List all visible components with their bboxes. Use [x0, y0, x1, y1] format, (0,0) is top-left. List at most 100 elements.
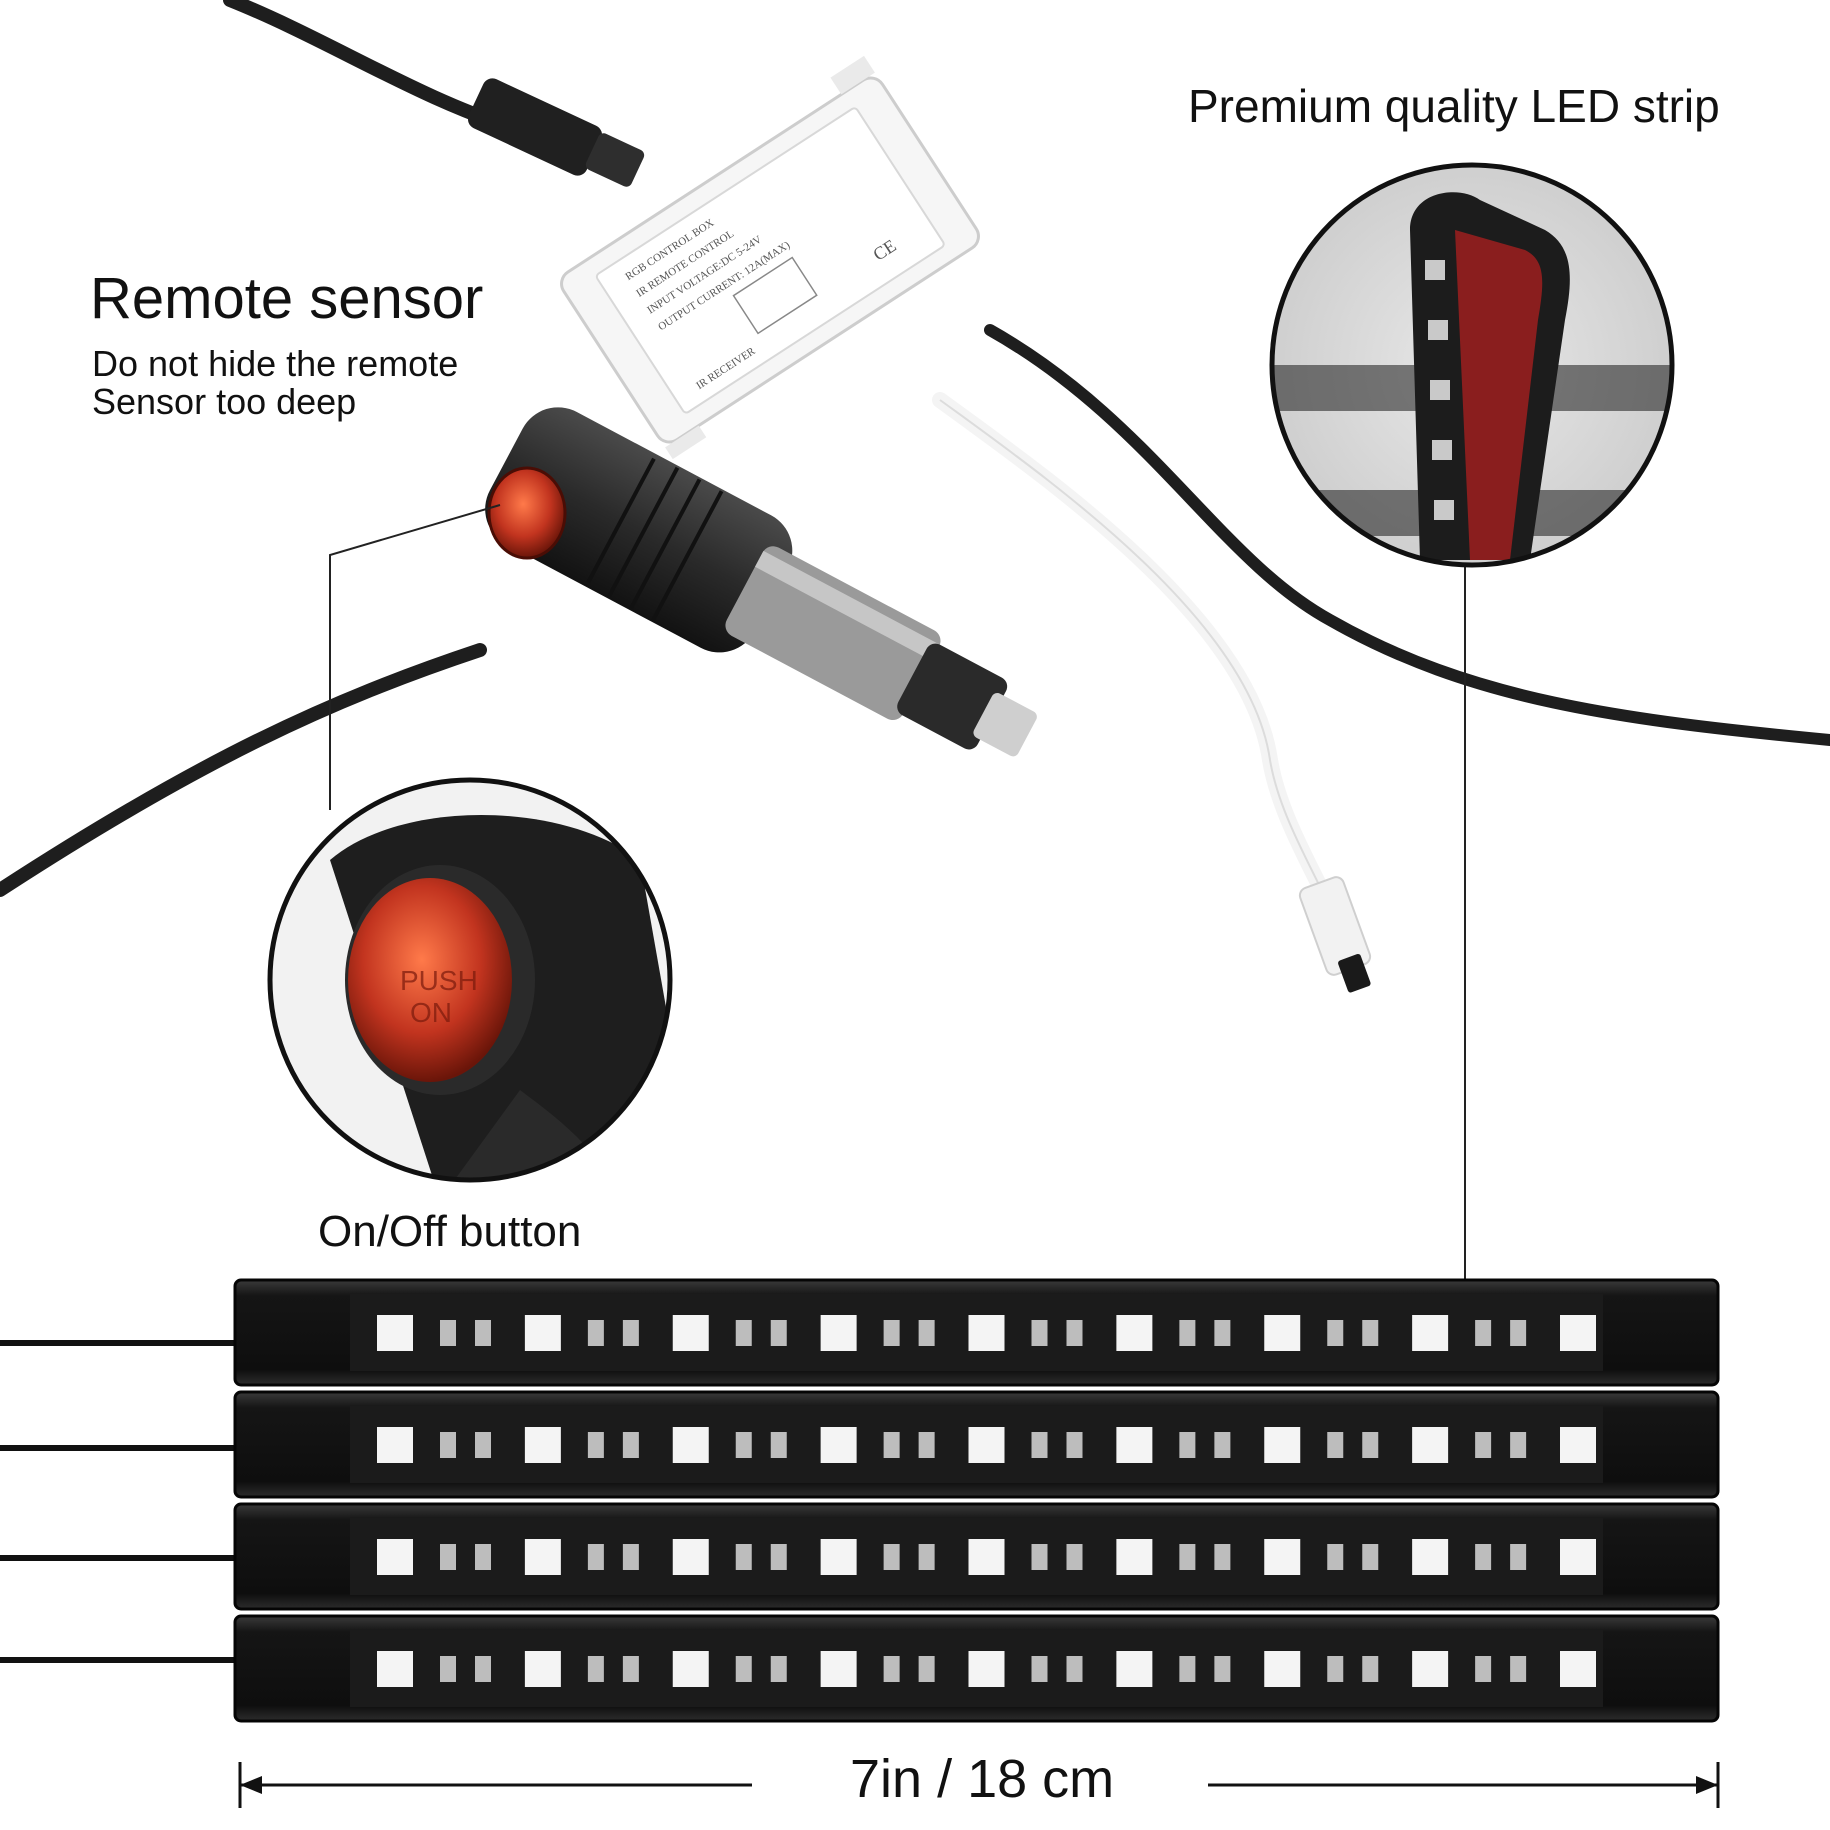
led-strip-title: Premium quality LED strip	[1188, 80, 1720, 132]
receiver-plug	[1298, 876, 1372, 993]
led-chip	[1560, 1315, 1596, 1351]
led-chip	[1412, 1651, 1449, 1687]
resistor	[735, 1320, 752, 1346]
led-chip	[524, 1315, 561, 1351]
resistor	[1214, 1432, 1231, 1458]
led-chip	[672, 1539, 709, 1575]
resistor	[1179, 1656, 1196, 1682]
resistor	[1327, 1432, 1344, 1458]
resistor	[918, 1656, 935, 1682]
led-chip	[1264, 1427, 1301, 1463]
resistor	[1214, 1656, 1231, 1682]
led-chip	[1560, 1427, 1596, 1463]
resistor	[1179, 1432, 1196, 1458]
led-strip	[233, 1614, 1720, 1723]
resistor	[587, 1544, 604, 1570]
resistor	[1214, 1320, 1231, 1346]
resistor	[1510, 1544, 1527, 1570]
resistor	[1179, 1320, 1196, 1346]
resistor	[1475, 1656, 1492, 1682]
resistor	[770, 1656, 787, 1682]
led-chip	[968, 1651, 1005, 1687]
resistor	[475, 1544, 491, 1570]
resistor	[1362, 1656, 1379, 1682]
led-chip	[1116, 1539, 1153, 1575]
resistor	[1066, 1656, 1083, 1682]
led-chip	[1412, 1315, 1449, 1351]
resistor	[1362, 1544, 1379, 1570]
led-chip	[1560, 1539, 1596, 1575]
resistor	[770, 1320, 787, 1346]
led-chip	[377, 1539, 413, 1575]
led-chip	[672, 1427, 709, 1463]
remote-sensor-title: Remote sensor	[90, 266, 484, 331]
resistor	[735, 1432, 752, 1458]
resistor	[883, 1320, 900, 1346]
rgb-control-box: RGB CONTROL BOX IR REMOTE CONTROL INPUT …	[560, 55, 980, 460]
resistor	[1510, 1656, 1527, 1682]
led-chip	[377, 1315, 413, 1351]
strip-lead-wires	[0, 1340, 235, 1663]
dimension-arrow	[238, 1762, 1720, 1808]
remote-sensor-note: Do not hide the remote Sensor too deep	[92, 345, 458, 421]
led-chip	[377, 1427, 413, 1463]
resistor	[1179, 1544, 1196, 1570]
resistor	[918, 1320, 935, 1346]
resistor	[622, 1544, 639, 1570]
resistor	[1031, 1656, 1048, 1682]
resistor	[735, 1656, 752, 1682]
led-chip	[968, 1539, 1005, 1575]
led-chip	[524, 1539, 561, 1575]
resistor	[735, 1544, 752, 1570]
led-chip	[820, 1315, 857, 1351]
resistor	[1031, 1544, 1048, 1570]
resistor	[1214, 1544, 1231, 1570]
led-chip	[1264, 1651, 1301, 1687]
led-strip	[233, 1502, 1720, 1611]
led-chip	[1412, 1427, 1449, 1463]
resistor	[1475, 1320, 1492, 1346]
led-chip	[1264, 1315, 1301, 1351]
resistor	[770, 1432, 787, 1458]
resistor	[1475, 1432, 1492, 1458]
resistor	[475, 1656, 491, 1682]
resistor	[1362, 1320, 1379, 1346]
lighter-plug	[485, 407, 1037, 757]
plug-red-button	[487, 466, 567, 560]
led-chip	[377, 1651, 413, 1687]
led-chip	[820, 1651, 857, 1687]
resistor	[770, 1544, 787, 1570]
resistor	[475, 1432, 491, 1458]
resistor	[1031, 1432, 1048, 1458]
resistor	[918, 1544, 935, 1570]
dc-connector	[467, 78, 645, 187]
led-strip-zoom-circle	[1269, 162, 1675, 568]
led-chip	[1116, 1651, 1153, 1687]
led-chip	[672, 1651, 709, 1687]
led-strip	[233, 1278, 1720, 1387]
resistor	[883, 1432, 900, 1458]
led-chip	[672, 1315, 709, 1351]
resistor	[440, 1432, 456, 1458]
led-chip	[820, 1427, 857, 1463]
resistor	[440, 1544, 456, 1570]
resistor	[440, 1656, 456, 1682]
button-zoom-circle: PUSH ON	[267, 777, 673, 1183]
led-chip	[1116, 1315, 1153, 1351]
led-chip	[1412, 1539, 1449, 1575]
resistor	[1066, 1320, 1083, 1346]
led-chip	[820, 1539, 857, 1575]
resistor	[918, 1432, 935, 1458]
button-print-line2: ON	[410, 997, 452, 1028]
led-chip	[524, 1651, 561, 1687]
led-chip	[1116, 1427, 1153, 1463]
resistor	[1475, 1544, 1492, 1570]
resistor	[1066, 1432, 1083, 1458]
led-strips-group	[233, 1278, 1720, 1723]
led-chip	[524, 1427, 561, 1463]
remote-sensor-note-line2: Sensor too deep	[92, 381, 357, 422]
resistor	[587, 1320, 604, 1346]
dimension-label: 7in / 18 cm	[850, 1749, 1115, 1809]
led-chip	[1264, 1539, 1301, 1575]
